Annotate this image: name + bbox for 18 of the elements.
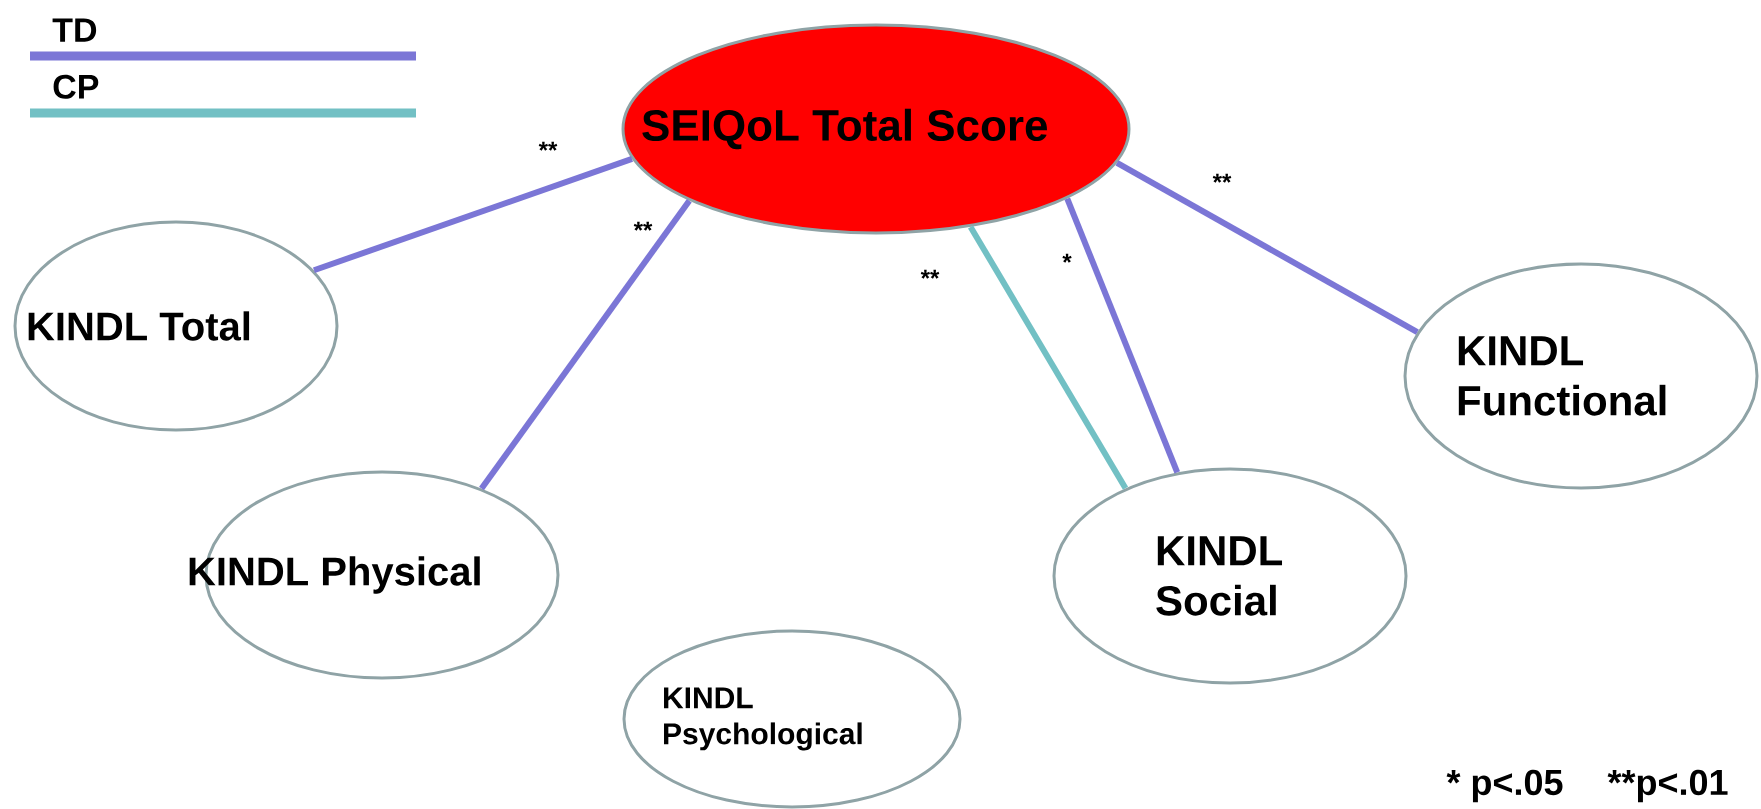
- connector-line: [479, 198, 692, 491]
- ellipse-node: KINDL Functional: [1403, 262, 1759, 490]
- ellipse-node: KINDL Physical: [189, 470, 560, 680]
- connector-line: [1064, 197, 1181, 474]
- ellipse-node: KINDL Total: [13, 220, 339, 432]
- ellipse-node: KINDL Social: [1052, 467, 1408, 685]
- significance-mark: *: [1061, 252, 1073, 272]
- significance-mark: **: [1211, 172, 1233, 192]
- ellipse-node: KINDL Psychological: [622, 629, 962, 809]
- connector-line: [1115, 160, 1419, 335]
- significance-mark: **: [919, 268, 941, 288]
- p-value-note: **p<.01: [1607, 769, 1728, 803]
- connector-line: [968, 225, 1129, 490]
- p-value-note: * p<.05: [1446, 769, 1563, 803]
- connector-line: [313, 156, 633, 274]
- significance-mark: **: [537, 140, 559, 160]
- legend-label: TD: [52, 18, 97, 42]
- legend-label: CP: [53, 74, 99, 99]
